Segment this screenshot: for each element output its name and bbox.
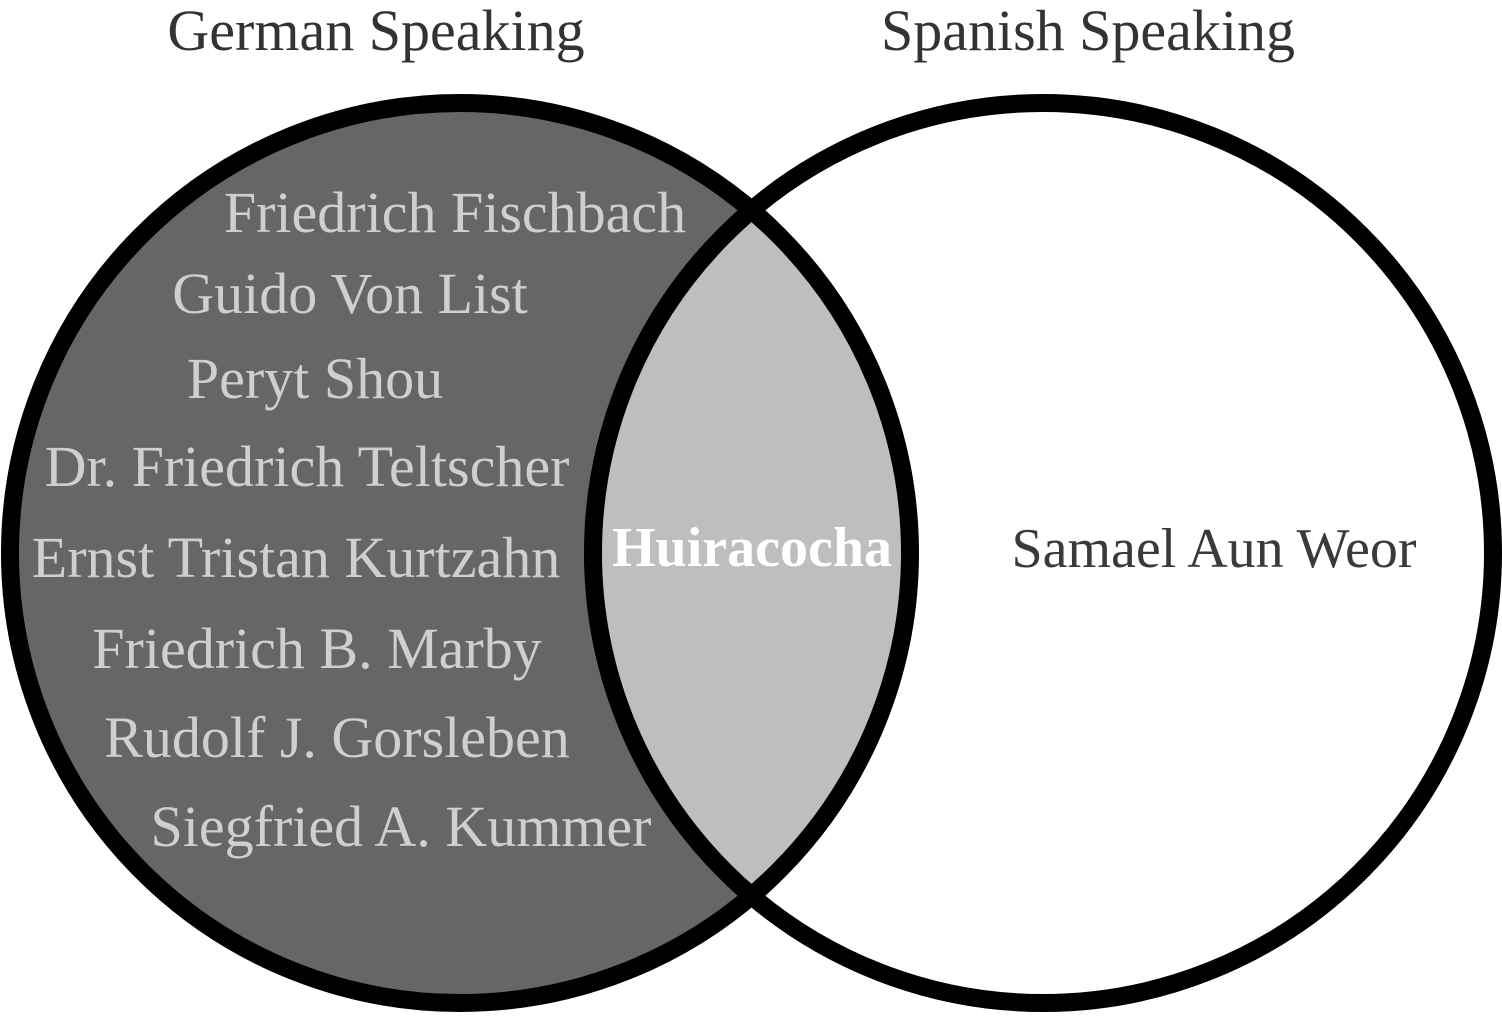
german-member: Friedrich Fischbach (224, 180, 686, 245)
intersection-region (593, 103, 910, 1003)
german-member: Peryt Shou (187, 346, 443, 411)
german-member: Dr. Friedrich Teltscher (45, 434, 570, 499)
german-circle-outline (1, 94, 919, 1012)
german-member: Friedrich B. Marby (92, 616, 541, 681)
german-member: Siegfried A. Kummer (151, 794, 652, 859)
spanish-circle-outline (584, 94, 1502, 1012)
set-title-spanish: Spanish Speaking (881, 0, 1295, 63)
german-member: Rudolf J. Gorsleben (104, 705, 570, 770)
shared-member: Huiracocha (612, 517, 892, 579)
set-title-german: German Speaking (167, 0, 584, 63)
german-member: Guido Von List (172, 261, 528, 326)
spanish-member: Samael Aun Weor (1011, 518, 1416, 580)
german-member: Ernst Tristan Kurtzahn (32, 525, 560, 590)
